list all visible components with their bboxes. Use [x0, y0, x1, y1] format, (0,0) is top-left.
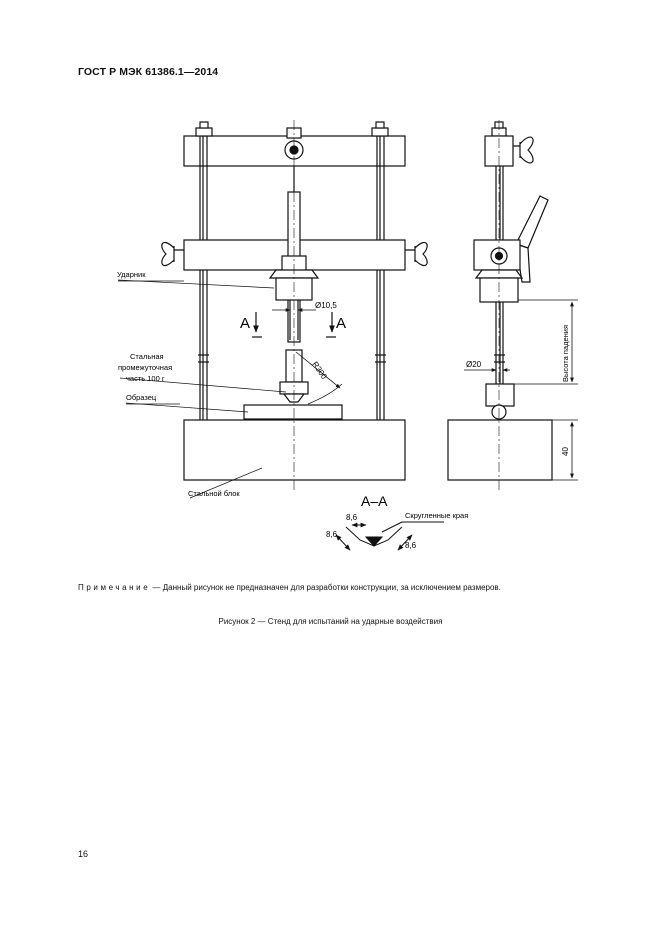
bolt-nut	[195, 127, 213, 137]
label-sample: Образец	[126, 393, 157, 402]
side-steel-block	[447, 419, 553, 481]
wing-nut-left-icon	[161, 241, 184, 267]
steel-block	[183, 419, 406, 481]
chamfer-top-dimension: 8,6	[346, 513, 358, 522]
label-drop-height: Высота падения	[561, 325, 570, 382]
sample	[243, 404, 343, 420]
label-intermediate-2: промежуточная	[118, 363, 172, 372]
figure-note: Примечание — Данный рисунок не предназна…	[78, 581, 584, 594]
radius-arc	[307, 383, 343, 405]
label-striker: Ударник	[117, 270, 146, 279]
radius-dimension: R300	[310, 360, 329, 381]
wing-nut-right-icon	[405, 241, 428, 267]
note-lead: Примечание	[78, 583, 151, 592]
side-view	[447, 121, 553, 481]
section-detail	[335, 521, 444, 551]
section-mark-left: А	[240, 315, 250, 332]
chamfer-right-dimension: 8,6	[405, 541, 417, 550]
front-view	[161, 121, 428, 481]
section-title: А–А	[361, 493, 388, 509]
page-number: 16	[78, 849, 89, 859]
note-text: — Данный рисунок не предназначен для раз…	[150, 583, 501, 592]
section-mark-right: А	[336, 315, 346, 332]
figure-caption: Рисунок 2 — Стенд для испытаний на ударн…	[218, 617, 443, 626]
side-lower-rod-block	[485, 383, 515, 407]
document-header: ГОСТ Р МЭК 61386.1—2014	[78, 66, 219, 78]
chamfer-left-dimension: 8,6	[326, 530, 338, 539]
bolt-nut	[371, 127, 389, 137]
section-marks	[252, 312, 336, 338]
striker-diameter-dimension: Ø10,5	[315, 301, 337, 310]
label-rounded-edges: Скругленные края	[405, 511, 468, 520]
block-height-dimension: 40	[561, 447, 570, 456]
release-lever	[515, 195, 549, 249]
radius-leader	[295, 351, 341, 389]
bolt-nut	[375, 121, 385, 129]
impact-test-apparatus-drawing: А А Ø10,5 R300 Ударник Стальная промежут…	[117, 120, 578, 551]
label-intermediate-1: Стальная	[130, 352, 164, 361]
label-intermediate-3: часть 100 г	[126, 374, 165, 383]
bolt-nut	[199, 121, 209, 129]
side-wing-nut-icon	[513, 136, 534, 164]
label-steel-block: Стальной блок	[188, 489, 240, 498]
rod-diameter-dimension: Ø20	[466, 360, 482, 369]
